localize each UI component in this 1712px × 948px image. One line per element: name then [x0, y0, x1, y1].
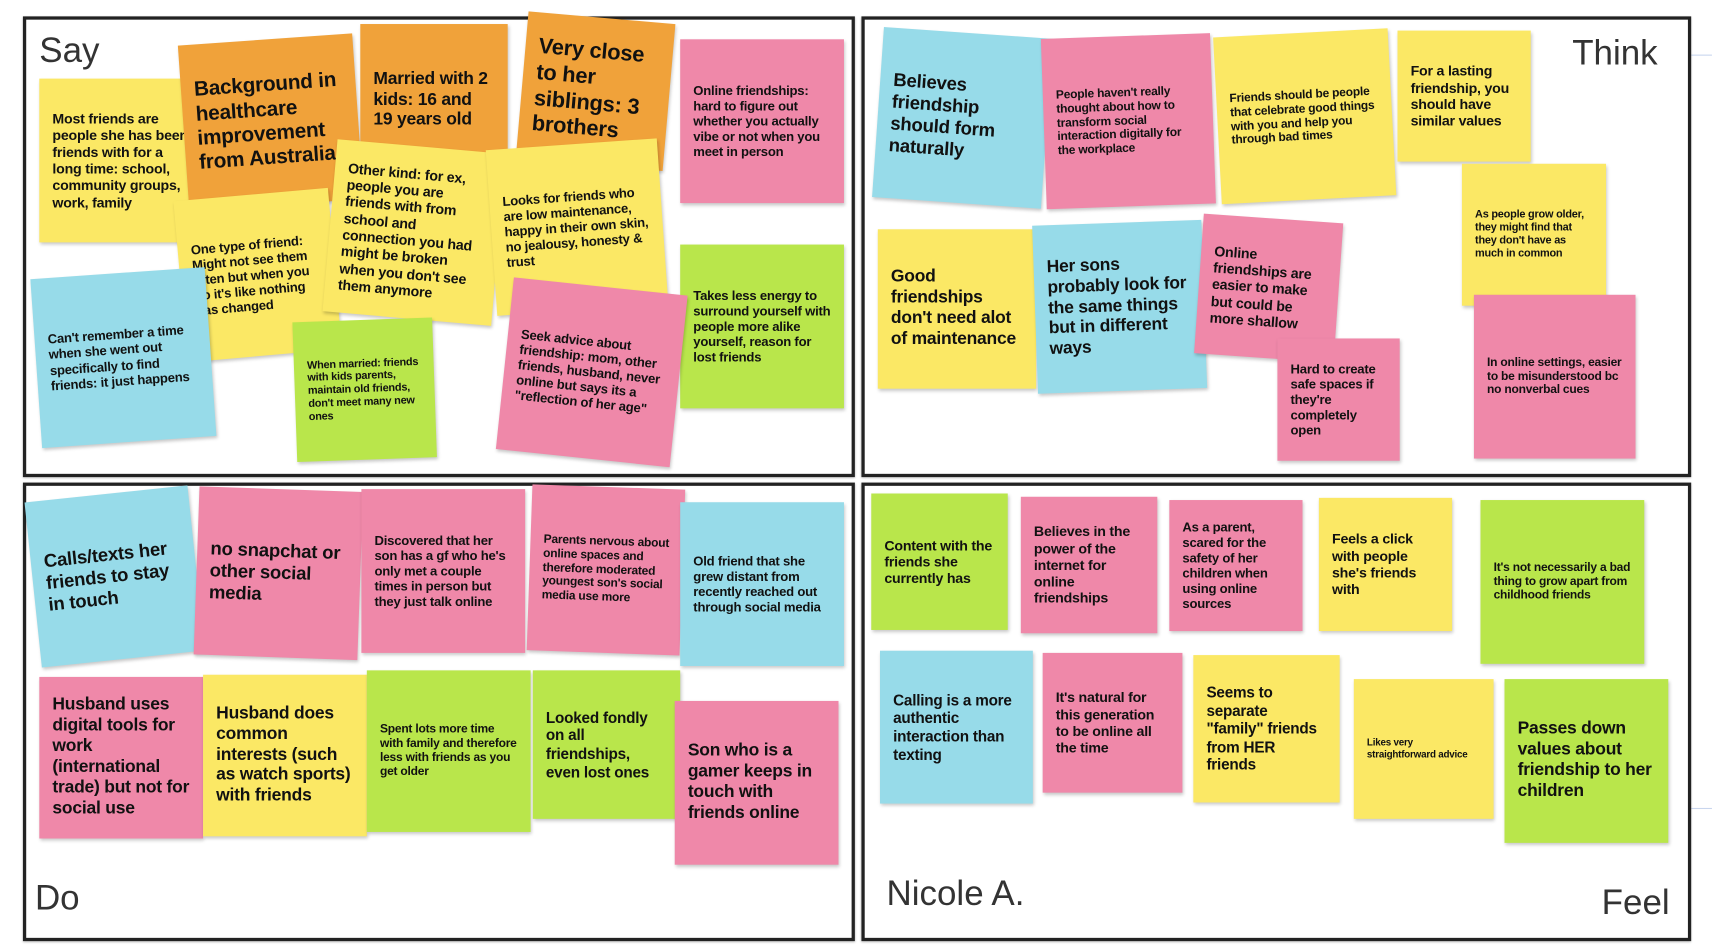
- sticky-note-say[interactable]: Takes less energy to surround yourself w…: [680, 244, 844, 409]
- sticky-note-feel[interactable]: Believes in the power of the internet fo…: [1020, 496, 1158, 634]
- sticky-note-do[interactable]: Discovered that her son has a gf who he'…: [361, 489, 526, 653]
- sticky-note-say[interactable]: Can't remember a time when she went out …: [30, 267, 217, 449]
- sticky-note-feel[interactable]: Passes down values about friendship to h…: [1504, 679, 1669, 843]
- sticky-note-text: Seems to separate "family" friends from …: [1206, 683, 1317, 774]
- sticky-note-text: For a lasting friendship, you should hav…: [1410, 62, 1510, 130]
- sticky-note-text: Her sons probably look for the same thin…: [1046, 255, 1187, 359]
- sticky-note-text: Spent lots more time with family and the…: [379, 722, 517, 779]
- sticky-note-text: People haven't really thought about how …: [1055, 84, 1182, 159]
- sticky-note-do[interactable]: Parents nervous about online spaces and …: [526, 484, 686, 656]
- sticky-note-feel[interactable]: Feels a click with people she's friends …: [1318, 497, 1453, 632]
- sticky-note-think[interactable]: For a lasting friendship, you should hav…: [1397, 30, 1531, 162]
- sticky-note-do[interactable]: Calls/texts her friends to stay in touch: [24, 485, 205, 668]
- quadrant-label-think: Think: [1572, 32, 1658, 73]
- sticky-note-think[interactable]: Her sons probably look for the same thin…: [1032, 219, 1208, 394]
- sticky-note-think[interactable]: Believes friendship should form naturall…: [872, 27, 1053, 209]
- sticky-note-text: Believes friendship should form naturall…: [888, 69, 996, 161]
- sticky-note-do[interactable]: Looked fondly on all friendships, even l…: [532, 670, 681, 819]
- sticky-note-say[interactable]: Seek advice about friendship: mom, other…: [495, 277, 688, 468]
- sticky-note-text: When married: friends with kids parents,…: [306, 355, 419, 424]
- sticky-note-text: Married with 2 kids: 16 and 19 years old: [373, 69, 488, 130]
- sticky-note-text: Son who is a gamer keeps in touch with f…: [687, 741, 812, 822]
- sticky-note-text: Friends should be people that celebrate …: [1229, 84, 1375, 148]
- connector-line: [1690, 54, 1712, 56]
- sticky-note-think[interactable]: Friends should be people that celebrate …: [1213, 28, 1397, 205]
- sticky-note-text: Husband uses digital tools for work (int…: [52, 695, 190, 818]
- quadrant-label-say: Say: [39, 30, 100, 70]
- sticky-note-think[interactable]: People haven't really thought about how …: [1040, 33, 1216, 210]
- quadrant-label-feel: Feel: [1601, 882, 1670, 922]
- sticky-note-do[interactable]: Old friend that she grew distant from re…: [680, 502, 844, 666]
- sticky-note-text: It's natural for this generation to be o…: [1055, 689, 1155, 756]
- sticky-note-do[interactable]: Husband does common interests (such as w…: [203, 674, 367, 837]
- sticky-note-text: Passes down values about friendship to h…: [1517, 719, 1652, 801]
- persona-name: Nicole A.: [886, 873, 1025, 913]
- sticky-note-text: Hard to create safe spaces if they're co…: [1290, 360, 1376, 439]
- sticky-note-text: Content with the friends she currently h…: [884, 536, 993, 587]
- sticky-note-text: Most friends are people she has been fri…: [52, 110, 188, 211]
- sticky-note-say[interactable]: When married: friends with kids parents,…: [292, 317, 437, 463]
- sticky-note-think[interactable]: In online settings, easier to be misunde…: [1473, 294, 1636, 459]
- sticky-note-text: One type of friend: Might not see them o…: [190, 232, 310, 320]
- sticky-note-feel[interactable]: Seems to separate "family" friends from …: [1193, 655, 1340, 803]
- sticky-note-text: Online friendships are easier to make bu…: [1209, 242, 1313, 332]
- sticky-note-text: Looks for friends who are low maintenanc…: [501, 184, 649, 271]
- sticky-note-feel[interactable]: Content with the friends she currently h…: [871, 493, 1008, 630]
- sticky-note-text: Online friendships: hard to figure out w…: [693, 82, 820, 160]
- sticky-note-text: Can't remember a time when she went out …: [47, 322, 191, 394]
- sticky-note-feel[interactable]: Calling is a more authentic interaction …: [879, 650, 1033, 804]
- sticky-note-text: Background in healthcare improvement fro…: [193, 68, 337, 175]
- sticky-note-text: Takes less energy to surround yourself w…: [693, 287, 831, 365]
- sticky-note-do[interactable]: Husband uses digital tools for work (int…: [39, 676, 204, 839]
- sticky-note-text: In online settings, easier to be misunde…: [1487, 355, 1622, 397]
- sticky-note-text: Feels a click with people she's friends …: [1331, 530, 1417, 598]
- sticky-note-text: Calling is a more authentic interaction …: [893, 691, 1012, 763]
- sticky-note-do[interactable]: no snapchat or other social media: [193, 486, 364, 661]
- sticky-note-text: Looked fondly on all friendships, even l…: [545, 708, 650, 781]
- sticky-note-text: Old friend that she grew distant from re…: [693, 553, 821, 615]
- sticky-note-text: Discovered that her son has a gf who he'…: [374, 532, 506, 610]
- quadrant-label-do: Do: [34, 877, 80, 918]
- sticky-note-text: Likes very straightforward advice: [1366, 737, 1468, 760]
- sticky-note-say[interactable]: Other kind: for ex, people you are frien…: [322, 139, 507, 326]
- sticky-note-text: no snapchat or other social media: [208, 537, 341, 605]
- sticky-note-text: Believes in the power of the internet fo…: [1033, 523, 1131, 607]
- sticky-note-text: As people grow older, they might find th…: [1475, 208, 1584, 260]
- sticky-note-text: It's not necessarily a bad thing to grow…: [1493, 560, 1631, 603]
- sticky-note-text: Very close to her siblings: 3 brothers: [530, 34, 646, 144]
- sticky-note-text: As a parent, scared for the safety of he…: [1182, 519, 1268, 612]
- connector-line: [1690, 807, 1712, 810]
- sticky-note-feel[interactable]: It's not necessarily a bad thing to grow…: [1480, 500, 1645, 664]
- sticky-note-think[interactable]: Good friendships don't need alot of main…: [877, 229, 1037, 389]
- sticky-note-feel[interactable]: It's natural for this generation to be o…: [1042, 652, 1183, 793]
- sticky-note-text: Other kind: for ex, people you are frien…: [337, 159, 473, 301]
- sticky-note-say[interactable]: Online friendships: hard to figure out w…: [680, 39, 844, 204]
- sticky-note-think[interactable]: Hard to create safe spaces if they're co…: [1277, 338, 1400, 461]
- sticky-note-text: Parents nervous about online spaces and …: [541, 532, 670, 606]
- sticky-note-feel[interactable]: Likes very straightforward advice: [1353, 679, 1494, 819]
- sticky-note-text: Good friendships don't need alot of main…: [890, 267, 1016, 349]
- sticky-note-text: Seek advice about friendship: mom, other…: [513, 326, 661, 417]
- sticky-note-do[interactable]: Spent lots more time with family and the…: [366, 670, 531, 832]
- sticky-note-think[interactable]: As people grow older, they might find th…: [1461, 163, 1607, 306]
- sticky-note-text: Husband does common interests (such as w…: [216, 704, 351, 805]
- sticky-note-do[interactable]: Son who is a gamer keeps in touch with f…: [674, 700, 839, 865]
- sticky-note-text: Calls/texts her friends to stay in touch: [42, 538, 171, 616]
- sticky-note-feel[interactable]: As a parent, scared for the safety of he…: [1169, 500, 1303, 632]
